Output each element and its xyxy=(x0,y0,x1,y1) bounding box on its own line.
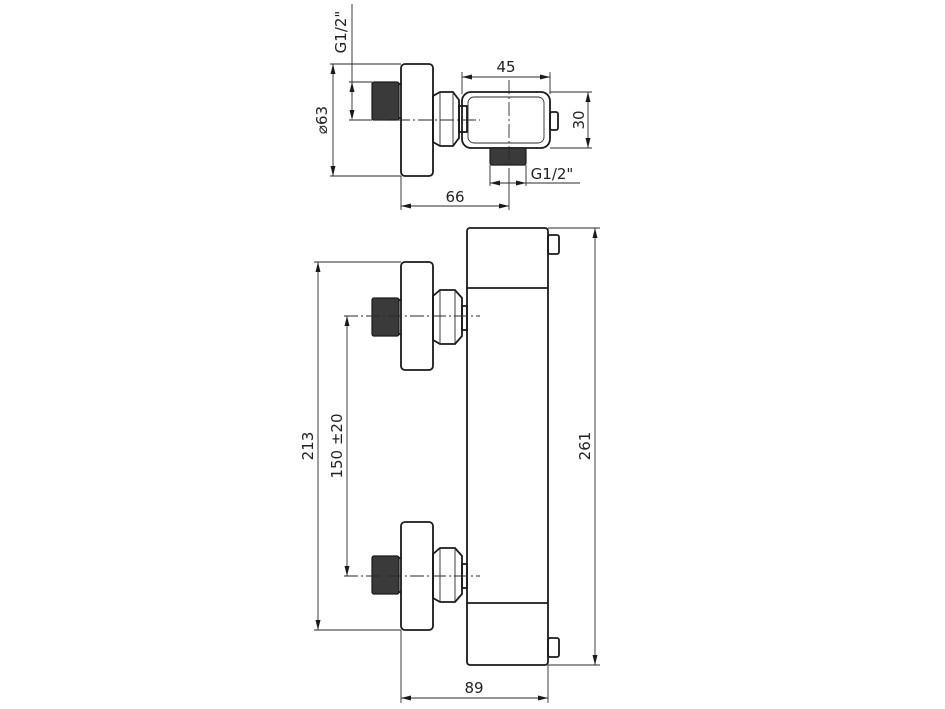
top-hex-nut xyxy=(432,91,460,147)
front-bottom-knob xyxy=(547,637,560,658)
dim-top-width: 45 xyxy=(496,58,515,76)
dim-front-overall-depth: 89 xyxy=(464,679,483,697)
dim-top-thread-outlet: G1/2" xyxy=(531,165,574,183)
dim-top-thread-inlet: G1/2" xyxy=(332,11,350,54)
dim-top-diameter: ⌀63 xyxy=(313,106,331,134)
dim-front-center-distance: 150 ±20 xyxy=(328,413,346,478)
front-upper-thread xyxy=(371,297,400,337)
front-lower-hex-nut xyxy=(432,547,463,603)
dim-front-overall-height: 261 xyxy=(576,432,594,461)
top-outlet-thread xyxy=(489,147,527,166)
dim-top-depth: 66 xyxy=(445,188,464,206)
front-lower-thread xyxy=(371,555,400,595)
front-main-body xyxy=(466,227,549,666)
dim-front-inlet-span: 213 xyxy=(299,432,317,461)
dim-top-height: 30 xyxy=(570,110,588,129)
front-view: 213 150 ±20 261 89 xyxy=(299,227,600,703)
front-top-knob xyxy=(547,234,560,255)
front-upper-hex-nut xyxy=(432,289,463,345)
top-inlet-thread xyxy=(371,81,400,121)
top-knob xyxy=(549,111,559,131)
top-view: G1/2" ⌀63 45 30 G1/2" 66 xyxy=(313,4,592,210)
top-body-stub xyxy=(458,105,468,133)
